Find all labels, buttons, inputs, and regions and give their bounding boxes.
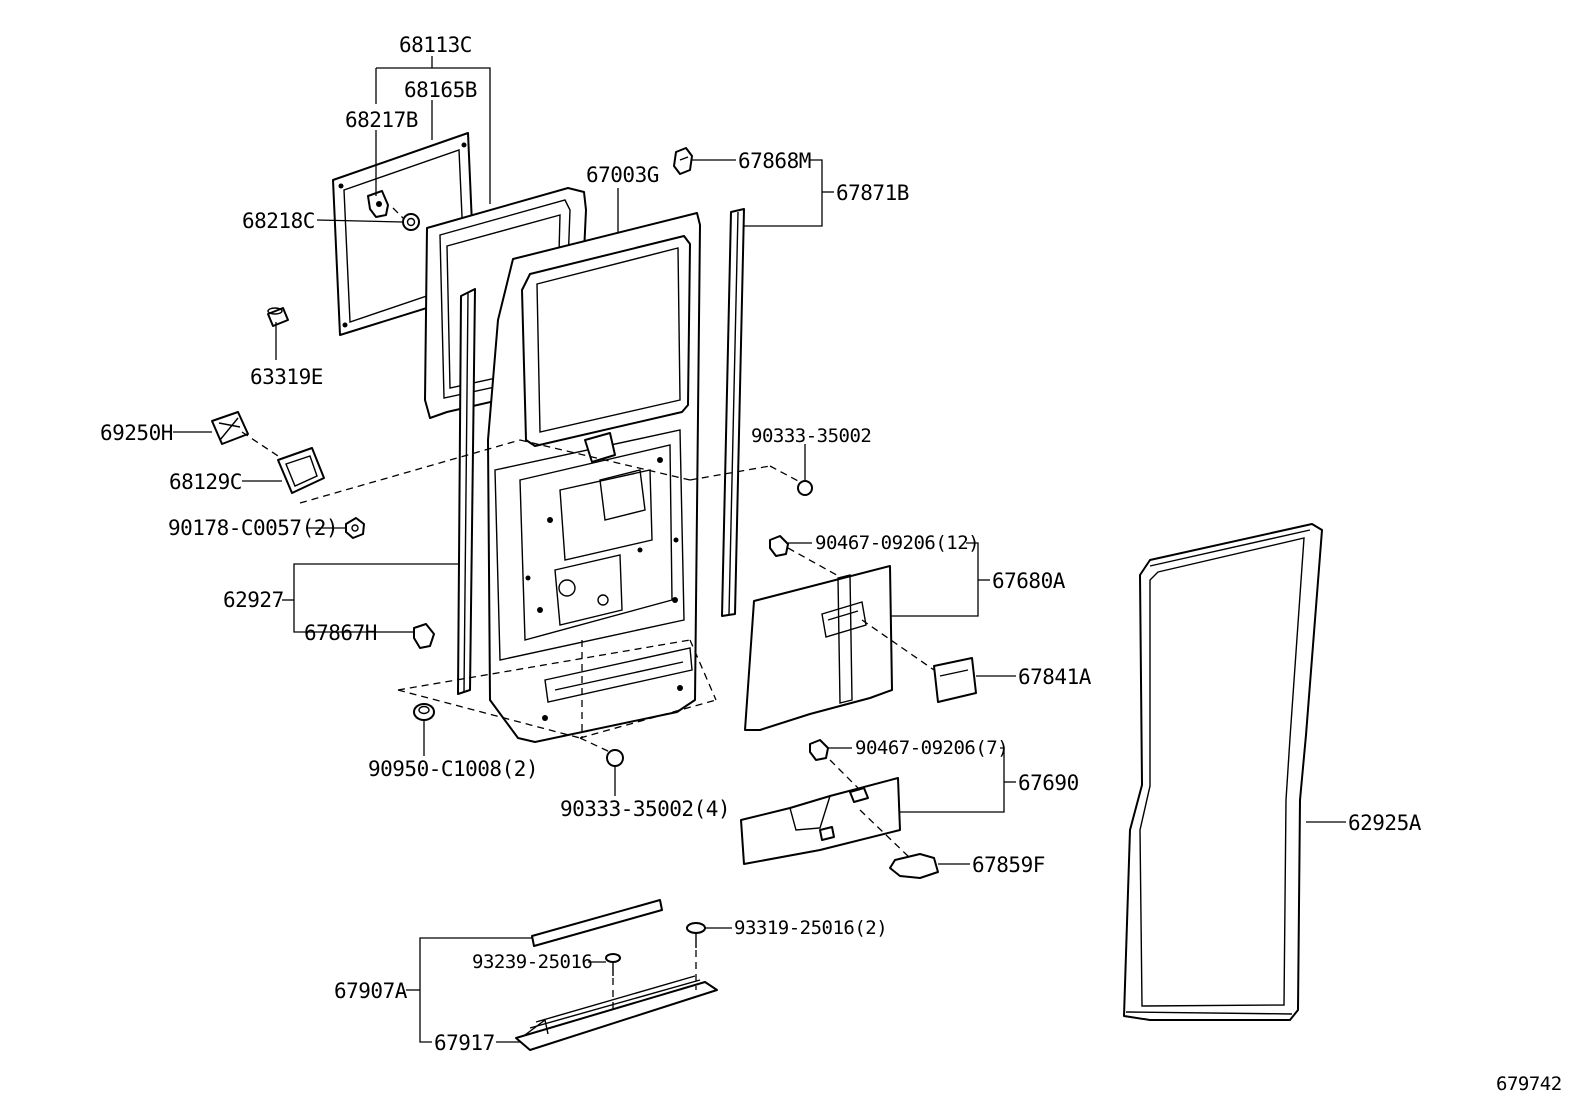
callout-62925a: 62925A <box>1348 811 1422 835</box>
clip-90467-lower <box>809 739 829 761</box>
nut-90178-c0057 <box>345 517 365 539</box>
clip-67868m <box>673 147 693 175</box>
nut-68218c <box>402 213 420 231</box>
callout-68217b: 68217B <box>345 108 418 132</box>
callout-90467-09206-7: 90467-09206(7) <box>855 737 1008 759</box>
callout-67907a: 67907A <box>334 979 408 1003</box>
clip-68217b <box>367 190 389 218</box>
assembly-lines <box>241 207 935 1010</box>
callout-90178-c0057: 90178-C0057(2) <box>168 516 338 540</box>
back-door-panel-67003g <box>487 212 701 743</box>
callout-68165b: 68165B <box>404 78 477 102</box>
step-plate-67917 <box>515 975 718 1051</box>
plug-69250h <box>211 411 249 445</box>
screw-93319 <box>686 922 706 948</box>
clip-67867h <box>413 623 435 649</box>
callout-69250h: 69250H <box>100 421 173 445</box>
diagram-reference-number: 679742 <box>1496 1073 1562 1095</box>
weatherstrip-62925a <box>1123 523 1323 1021</box>
callout-90467-09206-12: 90467-09206(12) <box>815 532 979 554</box>
handle-67859f <box>889 853 939 879</box>
callout-68129c: 68129C <box>169 470 242 494</box>
callout-67690: 67690 <box>1018 771 1079 795</box>
callout-67841a: 67841A <box>1018 665 1092 689</box>
callout-67003g: 67003G <box>586 163 659 187</box>
trim-board-67680a <box>744 565 893 731</box>
callout-68218c: 68218C <box>242 209 315 233</box>
leader-lines <box>173 56 1346 1043</box>
callout-90950-c1008: 90950-C1008(2) <box>368 757 538 781</box>
screw-93239 <box>605 953 621 976</box>
cover-68129c <box>277 447 325 494</box>
callout-labels: 68113C 68165B 68217B 68218C 63319E 69250… <box>100 33 1422 1055</box>
hole-plug-lower <box>606 749 624 767</box>
callout-67680a: 67680A <box>992 569 1066 593</box>
cushion-63319e <box>267 307 289 327</box>
lower-trim-67690 <box>740 777 901 865</box>
callout-67871b: 67871B <box>836 181 909 205</box>
callout-67867h: 67867H <box>304 621 377 645</box>
callout-67917: 67917 <box>434 1031 495 1055</box>
weatherstrip-62927 <box>457 288 476 695</box>
weatherstrip-67871b <box>721 208 745 617</box>
plug-90950-c1008 <box>413 703 435 721</box>
callout-67868m: 67868M <box>738 149 811 173</box>
callout-67859f: 67859F <box>972 853 1045 877</box>
callout-62927: 62927 <box>223 588 284 612</box>
clip-90467-upper <box>769 535 789 557</box>
callout-68113c: 68113C <box>399 33 472 57</box>
callout-90333-35002: 90333-35002 <box>751 425 871 447</box>
cover-67841a <box>933 657 977 703</box>
callout-90333-35002-4: 90333-35002(4) <box>560 797 730 821</box>
hole-plug-upper <box>797 480 813 496</box>
scuff-strip-67907a <box>531 899 663 947</box>
callout-93239-25016: 93239-25016 <box>472 951 592 973</box>
callout-93319-25016: 93319-25016(2) <box>734 917 887 939</box>
callout-63319e: 63319E <box>250 365 323 389</box>
